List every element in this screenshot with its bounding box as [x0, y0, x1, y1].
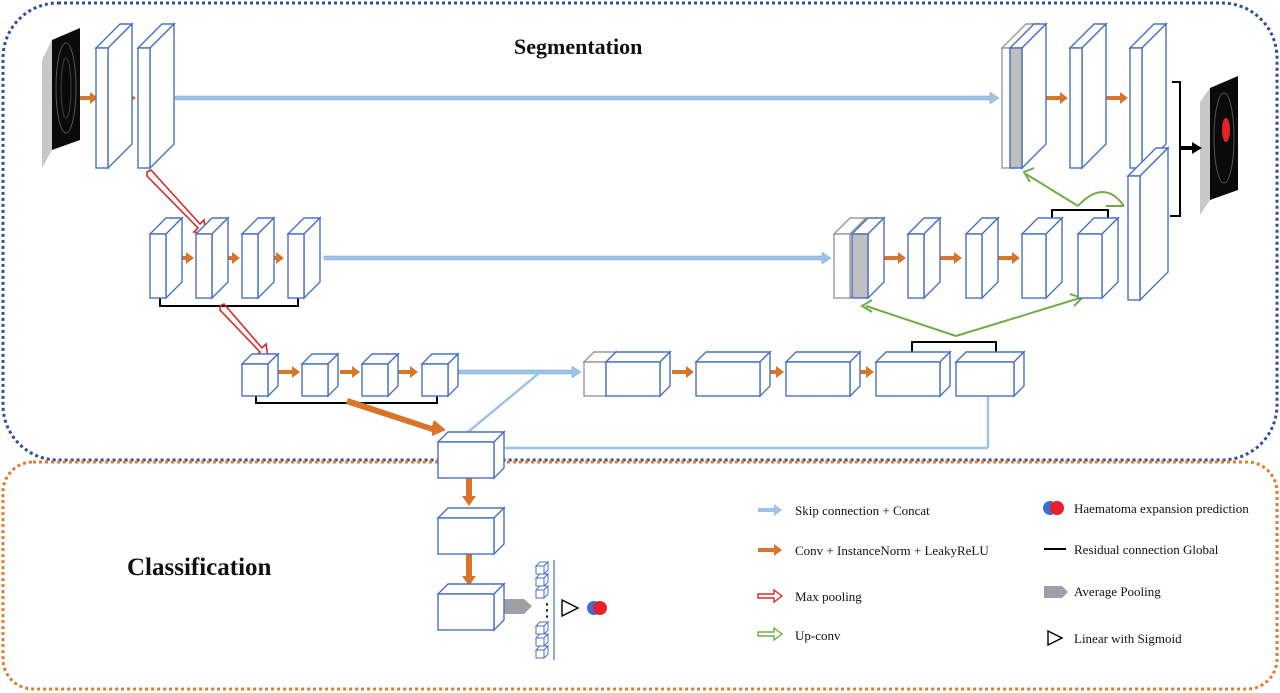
- feature-vector-cube-1: [534, 560, 550, 576]
- bottleneck-skip-lines: [467, 373, 990, 450]
- dec1-block-1: [1068, 22, 1108, 170]
- prediction-icon: [587, 601, 607, 615]
- linear-sigmoid-icon: [561, 598, 580, 618]
- dec3-block-1: [694, 350, 772, 398]
- dec1-block-2: [1128, 22, 1168, 170]
- dec1-concat-half: [1008, 22, 1048, 170]
- legend-symbols: [757, 501, 1068, 647]
- legend-upconv-arrow-icon: [757, 626, 784, 642]
- legend-maxpool-label: Max pooling: [795, 589, 862, 604]
- classification-region: [1, 460, 1279, 691]
- feature-vector: [534, 560, 550, 660]
- dec2-block-2: [964, 216, 1000, 300]
- legend-avgpool-label: Average Pooling: [1074, 584, 1161, 599]
- dec2-concat-half: [850, 216, 886, 300]
- output-arrow-head: [1180, 142, 1202, 154]
- dec3-concat-half: [604, 350, 672, 398]
- enc1-block-1: [94, 22, 134, 170]
- legend-linear-label: Linear with Sigmoid: [1074, 631, 1182, 646]
- enc2-block-3: [240, 216, 276, 300]
- average-pooling-arrow: [500, 599, 532, 614]
- legend-prediction-icon: [1043, 501, 1064, 515]
- feature-vector-cube-2: [534, 572, 550, 588]
- cls-block-1: [436, 506, 506, 556]
- feature-vector-cube-4: [534, 620, 550, 636]
- feature-vector-ellipsis: ⋮: [538, 600, 556, 621]
- bottleneck-block: [436, 430, 506, 480]
- enc3-block-4: [420, 352, 460, 398]
- feature-blocks: [94, 22, 1170, 632]
- dec3-block-3: [874, 350, 952, 398]
- legend-avgpool-icon: [1044, 586, 1068, 598]
- legend-maxpool-arrow-icon: [757, 588, 784, 604]
- legend-prediction-label: Haematoma expansion prediction: [1074, 501, 1249, 516]
- legend-conv-arrow-icon: [758, 544, 782, 556]
- dec3-block-4: [954, 350, 1026, 398]
- enc3-block-2: [300, 352, 340, 398]
- enc2-block-2: [194, 216, 230, 300]
- enc1-block-2: [136, 22, 176, 170]
- skip-connections: [174, 91, 1000, 379]
- enc2-block-4: [286, 216, 322, 300]
- segmentation-region: [1, 1, 1279, 462]
- classification-title: Classification: [127, 554, 272, 581]
- legend-residual-label: Residual connection Global: [1074, 542, 1219, 557]
- segmentation-title: Segmentation: [514, 34, 643, 59]
- dec1-deep-block: [1126, 146, 1170, 302]
- legend-linear-icon: [1047, 629, 1064, 647]
- output-segmentation-scan: [1200, 76, 1238, 215]
- feature-vector-cube-5: [534, 632, 550, 648]
- enc2-block-1: [148, 216, 184, 300]
- input-ct-scan: [42, 28, 80, 168]
- dec2-block-3: [1020, 216, 1064, 300]
- enc3-block-1: [240, 352, 280, 398]
- dec3-block-2: [784, 350, 862, 398]
- legend-conv-label: Conv + InstanceNorm + LeakyReLU: [795, 543, 989, 558]
- cls-block-2: [436, 582, 506, 632]
- feature-vector-cube-6: [534, 644, 550, 660]
- enc3-block-3: [360, 352, 400, 398]
- conv-arrows: [80, 92, 1128, 586]
- legend-upconv-label: Up-conv: [795, 628, 841, 643]
- dec2-block-1: [906, 216, 942, 300]
- legend-skip-arrow-icon: [758, 504, 782, 516]
- dec2-block-4: [1076, 216, 1120, 300]
- legend-skip-label: Skip connection + Concat: [795, 503, 930, 518]
- feature-vector-cube-3: [534, 584, 550, 600]
